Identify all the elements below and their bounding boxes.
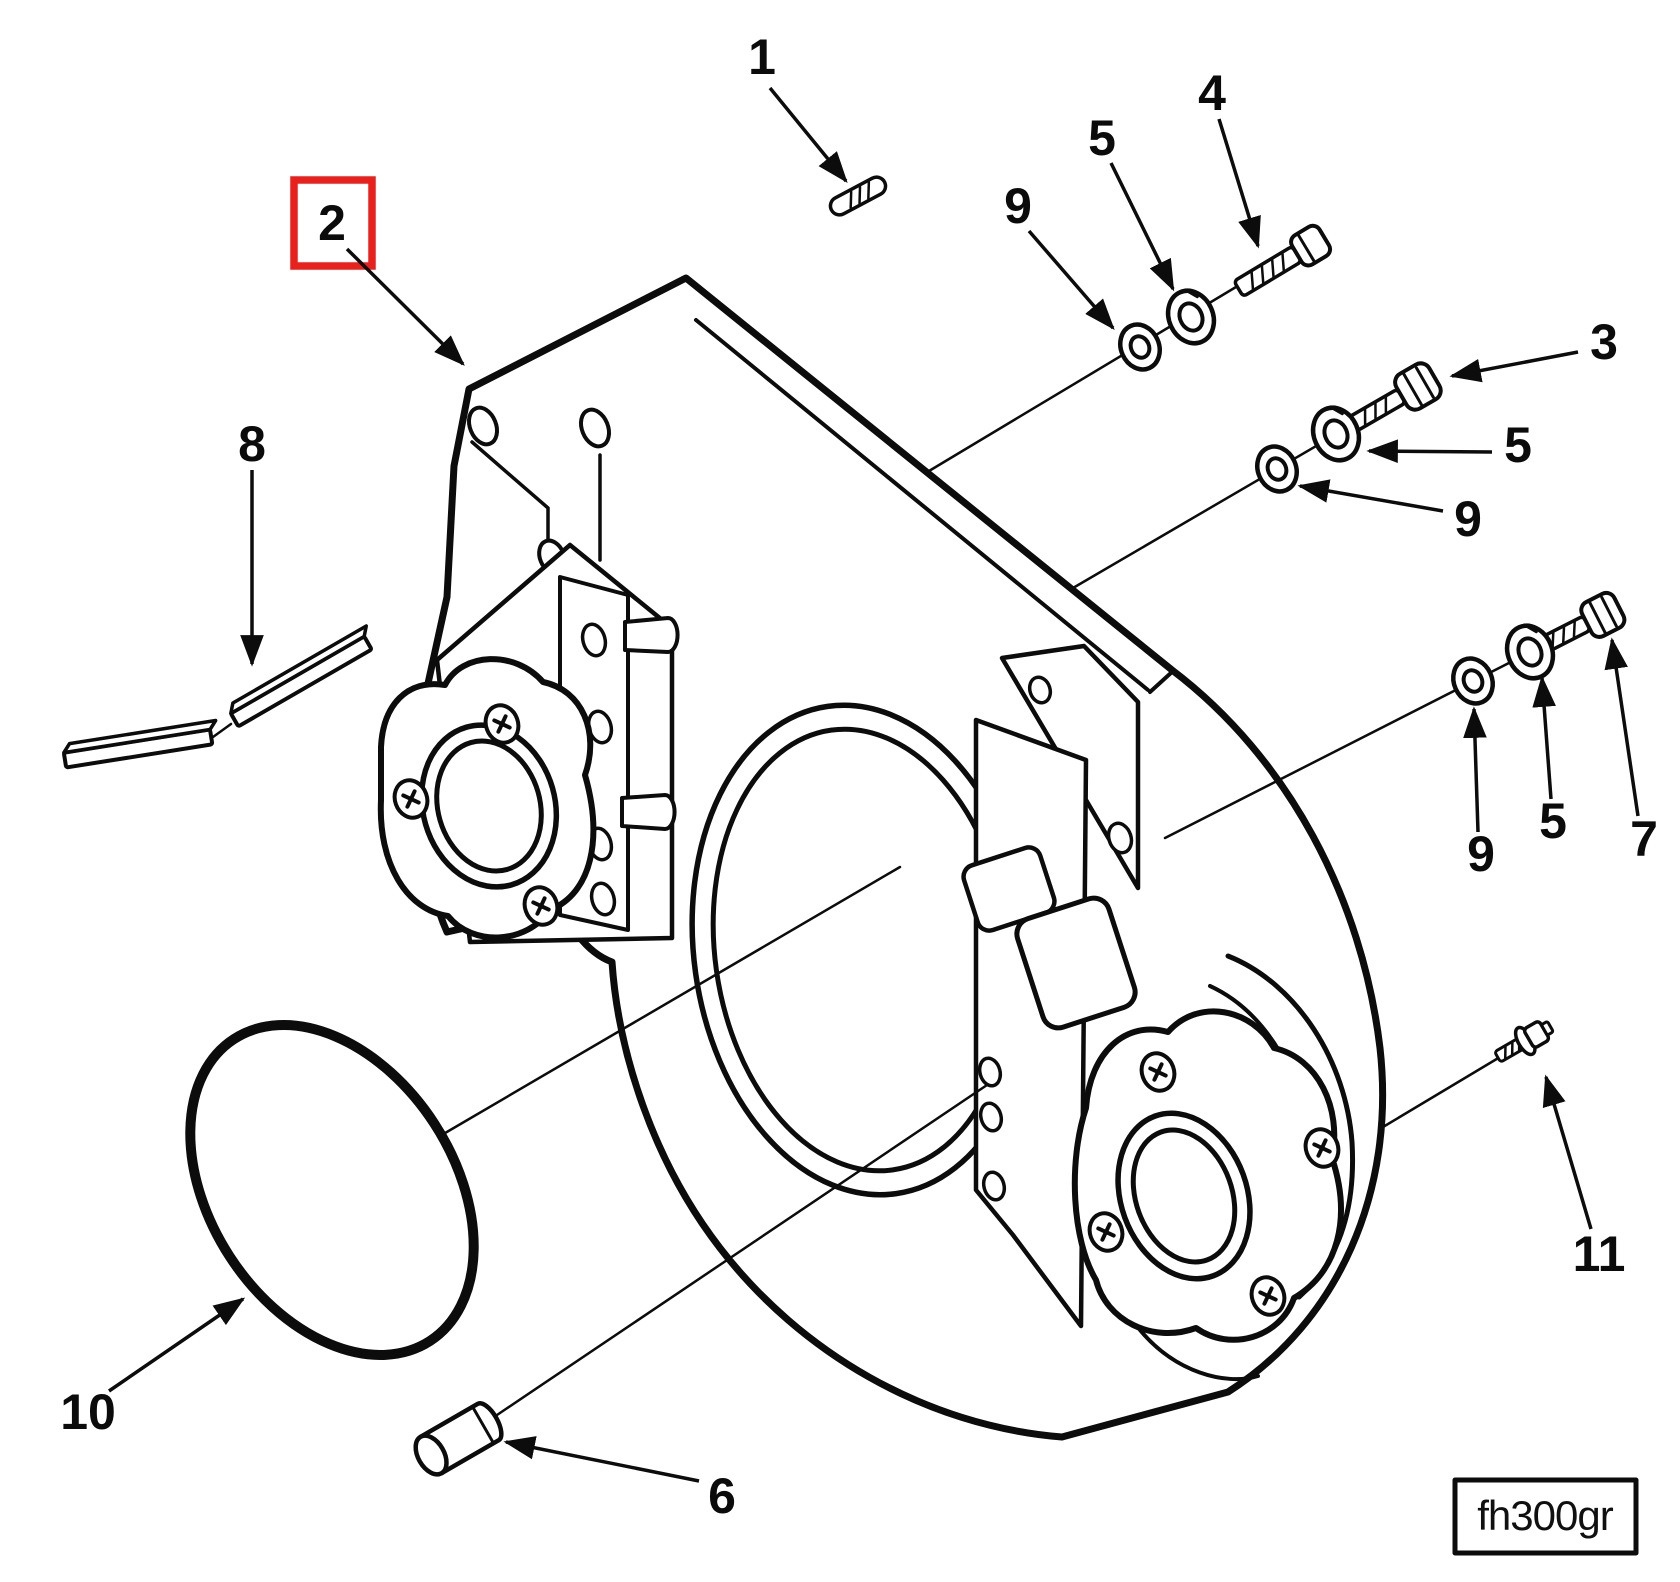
callout-arrow-6 — [503, 1436, 700, 1483]
bolt-group-lower-axis — [1163, 636, 1560, 840]
figure-code-box: fh300gr — [1452, 1477, 1639, 1556]
cover-screw — [392, 778, 430, 820]
callout-arrow-5 — [1532, 675, 1556, 800]
top-plate-inner-edge — [694, 318, 1174, 694]
lock-washer-5c — [1504, 623, 1556, 681]
dowel-pin-leader — [495, 1083, 989, 1417]
cover-screw — [1087, 1211, 1125, 1253]
callout-number-2[interactable]: 2 — [318, 195, 346, 251]
callout-number-11[interactable]: 11 — [1573, 1226, 1626, 1282]
callout-number-9[interactable]: 9 — [1467, 826, 1495, 882]
callout-arrow-1 — [768, 86, 848, 184]
right-cover-opening-outer — [1115, 1110, 1253, 1282]
plate-bolt-hole — [467, 405, 499, 447]
callout-number-8[interactable]: 8 — [238, 416, 266, 472]
left-port-cover — [377, 656, 597, 941]
flange-screw-11 — [1494, 1020, 1555, 1063]
callout-arrow-9 — [1297, 479, 1444, 513]
left-cover-opening-inner — [434, 738, 544, 874]
callout-arrow-11 — [1542, 1074, 1593, 1230]
plate-bolt-hole — [579, 407, 611, 449]
cover-screw — [1303, 1127, 1341, 1169]
callout-arrow-7 — [1604, 637, 1640, 817]
callout-layer: 1 2 3 4 5 5 5 6 7 8 9 9 9 10 11 — [60, 29, 1658, 1524]
callout-arrow-9 — [1027, 229, 1115, 330]
figure-code-label: fh300gr — [1477, 1492, 1613, 1539]
callout-number-7[interactable]: 7 — [1630, 811, 1658, 867]
key-bar-lower — [62, 718, 218, 770]
right-cover-opening-inner — [1130, 1127, 1238, 1265]
lock-washer-5b — [1310, 405, 1362, 463]
grooved-pin — [828, 175, 888, 217]
flat-washer-9c — [1451, 656, 1495, 706]
under-flange-arc — [1138, 1328, 1260, 1381]
callout-arrow-5 — [1109, 162, 1175, 292]
callout-number-3[interactable]: 3 — [1590, 314, 1618, 370]
hex-bolt-4 — [1233, 223, 1333, 297]
dowel-boss-upper — [623, 616, 680, 654]
o-ring-leader — [438, 865, 902, 1138]
callout-arrow-4 — [1217, 118, 1261, 249]
cover-screw — [1249, 1275, 1287, 1317]
key-connector-line — [211, 722, 233, 739]
left-cover-opening-outer — [418, 722, 560, 890]
dowel-pin — [413, 1401, 504, 1477]
callout-arrow-2 — [345, 247, 465, 366]
callout-number-5[interactable]: 5 — [1088, 110, 1116, 166]
cover-screw — [1139, 1051, 1177, 1093]
callout-arrow-3 — [1449, 350, 1579, 383]
callout-arrow-10 — [108, 1297, 246, 1393]
callout-number-9[interactable]: 9 — [1004, 178, 1032, 234]
key-bar-upper — [229, 624, 373, 728]
callout-number-10[interactable]: 10 — [60, 1384, 116, 1440]
cover-screw — [483, 703, 521, 745]
cover-screw — [522, 885, 560, 927]
callout-number-5[interactable]: 5 — [1504, 417, 1532, 473]
callout-number-4[interactable]: 4 — [1198, 65, 1226, 121]
rear-gasket — [961, 717, 1138, 1329]
gasket-cutout-large — [1014, 895, 1138, 1031]
lock-washer-5a — [1165, 288, 1217, 346]
callout-number-5[interactable]: 5 — [1539, 793, 1567, 849]
callout-arrow-5 — [1366, 439, 1493, 464]
dowel-boss-lower — [620, 793, 677, 831]
callout-number-1[interactable]: 1 — [748, 29, 776, 85]
o-ring — [185, 1020, 479, 1360]
callout-number-9[interactable]: 9 — [1454, 491, 1482, 547]
flat-washer-9a — [1118, 322, 1162, 372]
flat-washer-9b — [1255, 444, 1299, 494]
callout-number-6[interactable]: 6 — [708, 1468, 736, 1524]
callout-arrow-9 — [1463, 706, 1487, 833]
highlight-box — [290, 176, 376, 270]
hex-bolt-3 — [1348, 361, 1443, 432]
right-port-cover — [1071, 1008, 1344, 1381]
screw-leader — [1381, 1055, 1502, 1129]
